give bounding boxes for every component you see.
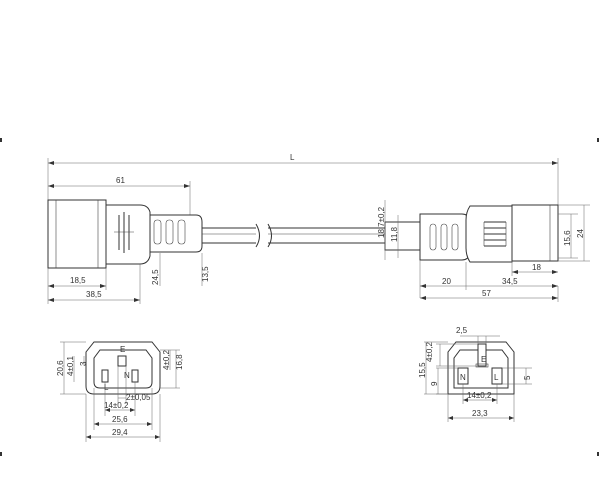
dim-24-5: 24,5 — [151, 269, 160, 285]
strain-relief-left — [149, 214, 203, 253]
dim-18-7: 18,7±0,2 — [377, 206, 386, 238]
socket-dim-14: 14±0,2 — [104, 401, 129, 410]
socket-earth-slot — [117, 355, 127, 367]
socket-dim-20-6: 20,6 — [56, 360, 65, 376]
plug-dim-4: 4±0,2 — [425, 341, 434, 362]
dim-18: 18 — [532, 263, 541, 272]
plug-label-e: E — [481, 355, 486, 364]
dim-13-5: 13,5 — [201, 266, 210, 282]
socket-dim-3: 3 — [79, 361, 88, 366]
plug-earth-pin — [477, 343, 487, 367]
plug-side-view: 18,7±0,2 11,8 15,6 24 18 20 34,5 57 — [377, 200, 590, 302]
socket-dim-4: 4±0,1 — [66, 355, 75, 376]
plug-dim-14: 14±0,2 — [467, 391, 492, 400]
plug-label-n: N — [460, 373, 466, 382]
edge-markers — [0, 138, 599, 456]
socket-label-e: E — [120, 345, 125, 354]
dim-24: 24 — [576, 229, 585, 238]
plug-dim-9: 9 — [430, 381, 439, 386]
socket-dim-4-right: 4±0,2 — [162, 349, 171, 370]
socket-label-n: N — [124, 371, 130, 380]
dim-11-8: 11,8 — [390, 226, 399, 242]
socket-n-slot — [131, 369, 139, 383]
socket-dim-16-8: 16,8 — [175, 354, 184, 370]
socket-dim-25-6: 25,6 — [112, 415, 128, 424]
socket-dim-2: 2±0,05 — [126, 393, 151, 402]
socket-grip — [105, 204, 151, 265]
plug-dim-23-3: 23,3 — [472, 409, 488, 418]
dim-34-5: 34,5 — [502, 277, 518, 286]
length-label: L — [290, 153, 295, 162]
socket-l-slot — [101, 369, 109, 383]
plug-label-l: L — [494, 373, 499, 382]
plug-dim-15-5: 15,5 — [418, 362, 427, 378]
plug-dim-5: 5 — [523, 375, 532, 380]
dim-57: 57 — [482, 289, 491, 298]
socket-front-view: E L N 20,6 4±0,1 3 4±0,2 16,8 2±0,05 14±… — [56, 341, 184, 442]
dim-15-6: 15,6 — [563, 230, 572, 246]
dim-61: 61 — [116, 176, 125, 185]
socket-dim-29-4: 29,4 — [112, 428, 128, 437]
plug-body — [511, 204, 559, 262]
plug-dim-2-5: 2,5 — [456, 326, 468, 335]
dim-20: 20 — [442, 277, 451, 286]
socket-label-l: L — [104, 383, 109, 392]
dim-38-5: 38,5 — [86, 290, 102, 299]
dim-18-5: 18,5 — [70, 276, 86, 285]
socket-body — [47, 199, 107, 269]
cable-side-view: L 61 24,5 13,5 — [47, 153, 559, 304]
plug-front-view: E N L 2,5 4±0,2 15,5 9 5 14±0 — [418, 326, 532, 422]
